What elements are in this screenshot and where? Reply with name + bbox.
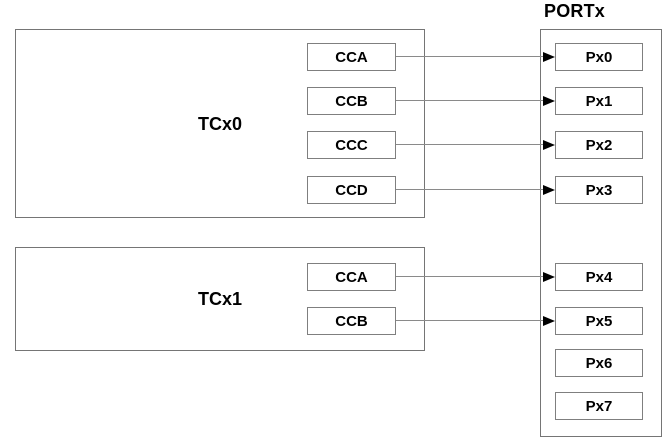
connector-tcx0-cca-px0 (396, 52, 555, 62)
arrowhead-icon (543, 96, 555, 106)
connector-line (396, 100, 546, 101)
pin-box-px1: Px1 (555, 87, 643, 115)
connector-line (396, 56, 546, 57)
channel-box-tcx1-ccb: CCB (307, 307, 396, 335)
connector-line (396, 320, 546, 321)
arrowhead-icon (543, 140, 555, 150)
connector-tcx0-ccb-px1 (396, 96, 555, 106)
arrowhead-icon (543, 185, 555, 195)
pin-box-px7: Px7 (555, 392, 643, 420)
connector-tcx0-ccc-px2 (396, 140, 555, 150)
connector-line (396, 276, 546, 277)
pin-box-px6: Px6 (555, 349, 643, 377)
pin-box-px4: Px4 (555, 263, 643, 291)
pin-box-px3: Px3 (555, 176, 643, 204)
channel-box-tcx0-ccd: CCD (307, 176, 396, 204)
arrowhead-icon (543, 272, 555, 282)
arrowhead-icon (543, 316, 555, 326)
connector-tcx1-ccb-px5 (396, 316, 555, 326)
channel-box-tcx1-cca: CCA (307, 263, 396, 291)
connector-line (396, 189, 546, 190)
block-tcx1-label: TCx1 (197, 289, 242, 309)
connector-line (396, 144, 546, 145)
port-title: PORTx (544, 1, 606, 21)
channel-box-tcx0-ccc: CCC (307, 131, 396, 159)
connector-tcx1-cca-px4 (396, 272, 555, 282)
channel-box-tcx0-cca: CCA (307, 43, 396, 71)
pin-box-px5: Px5 (555, 307, 643, 335)
channel-box-tcx0-ccb: CCB (307, 87, 396, 115)
pin-box-px0: Px0 (555, 43, 643, 71)
pin-box-px2: Px2 (555, 131, 643, 159)
connector-tcx0-ccd-px3 (396, 185, 555, 195)
arrowhead-icon (543, 52, 555, 62)
block-tcx0-label: TCx0 (197, 114, 242, 134)
